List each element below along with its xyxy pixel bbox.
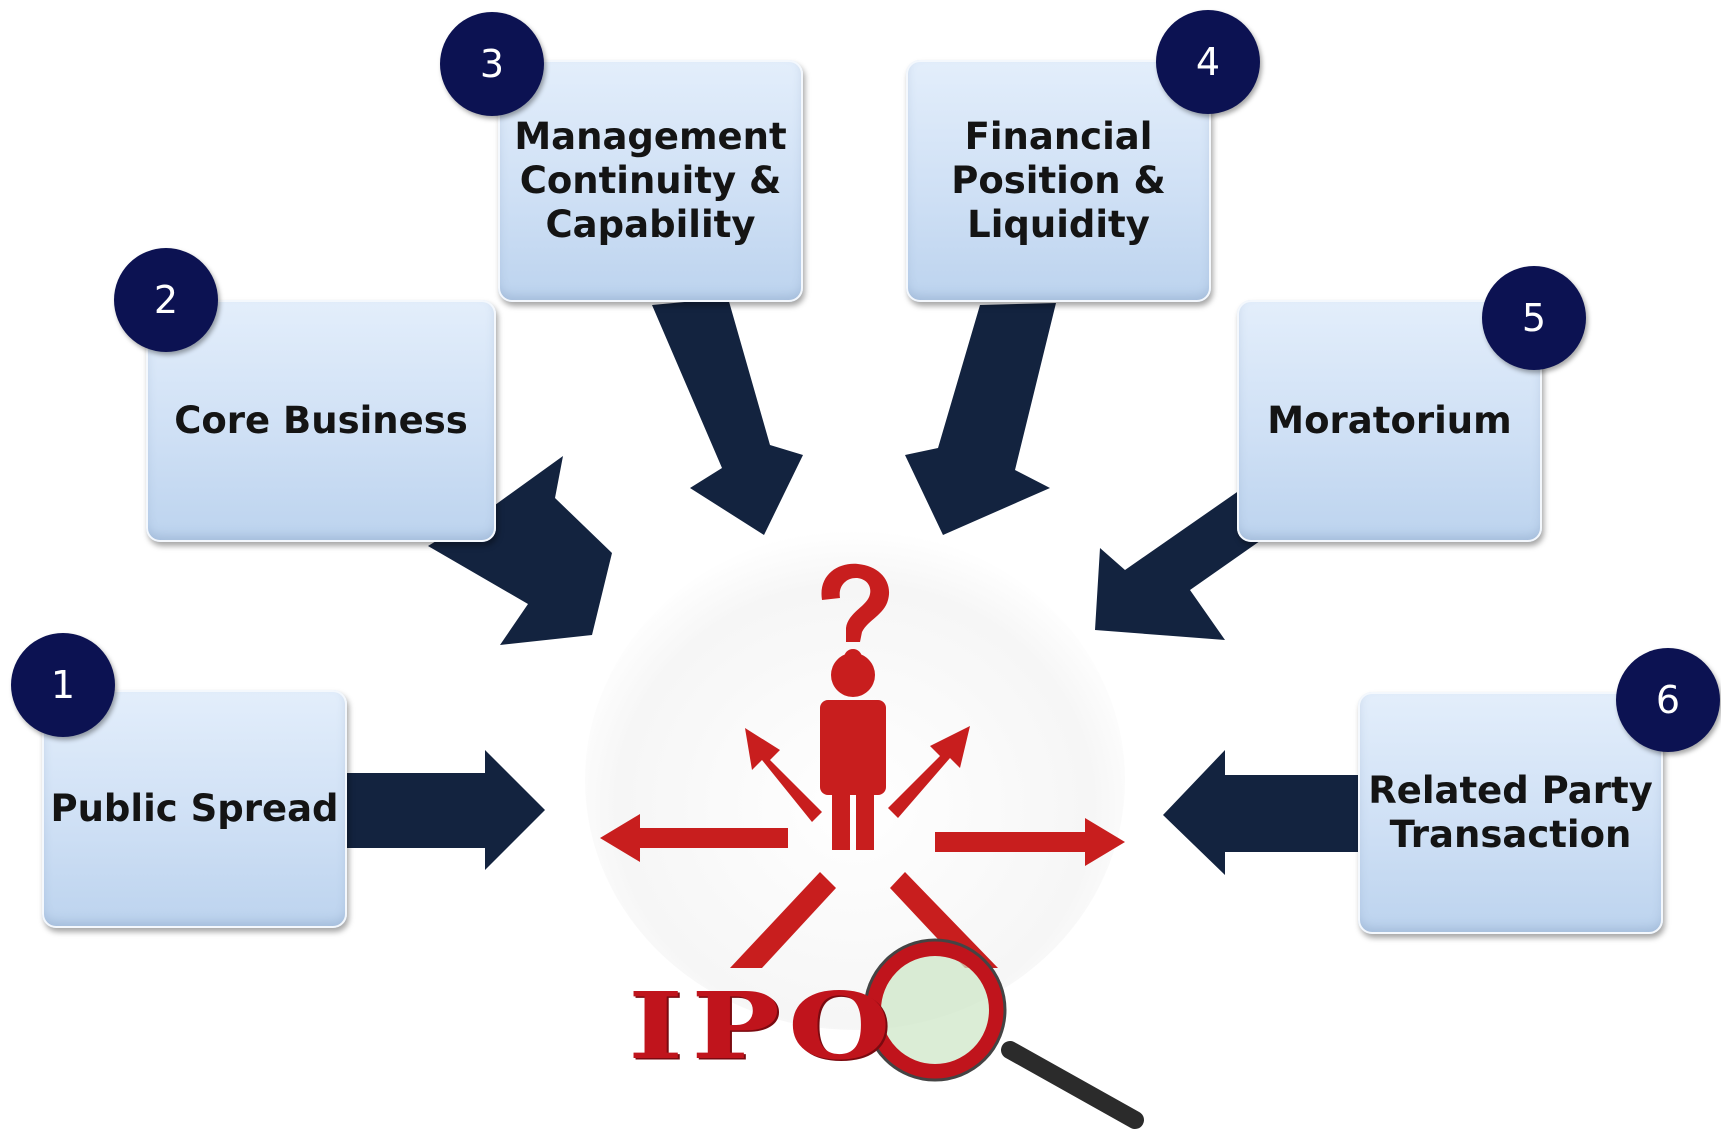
number-badge-6: 6 xyxy=(1616,648,1720,752)
red-arrow-upleft xyxy=(745,728,822,822)
ipo-logo-text: IPO xyxy=(628,971,899,1080)
red-arrow-right xyxy=(935,818,1125,866)
factor-box-management: Management Continuity & Capability xyxy=(498,60,803,302)
number-badge-4: 4 xyxy=(1156,10,1260,114)
red-ray-lowleft xyxy=(730,872,836,968)
figure-head xyxy=(831,653,875,697)
red-arrow-left xyxy=(600,814,788,862)
radiating-arrows xyxy=(600,726,1125,968)
factor-label: Core Business xyxy=(174,399,468,442)
figure-body xyxy=(820,700,886,795)
number-badge-2: 2 xyxy=(114,248,218,352)
factor-label: Management Continuity & Capability xyxy=(514,115,787,246)
number-badge-3: 3 xyxy=(440,12,544,116)
red-arrow-upright xyxy=(888,726,970,818)
figure-leg-right xyxy=(856,780,874,850)
factor-box-related-party: Related Party Transaction xyxy=(1358,692,1663,934)
arrow-related-party xyxy=(1163,750,1360,875)
arrow-financial xyxy=(905,303,1056,535)
factor-box-financial: Financial Position & Liquidity xyxy=(906,60,1211,302)
number-badge-1: 1 xyxy=(11,633,115,737)
magnifying-glass-icon xyxy=(863,938,1144,1129)
person-figure xyxy=(820,653,886,850)
number-badge-5: 5 xyxy=(1482,266,1586,370)
arrow-public-spread xyxy=(345,750,545,870)
arrow-management xyxy=(652,298,803,535)
factor-label: Financial Position & Liquidity xyxy=(951,115,1166,246)
factor-label: Public Spread xyxy=(50,787,339,830)
factor-box-core-business: Core Business xyxy=(146,300,496,542)
factor-label: Moratorium xyxy=(1267,399,1512,442)
arrow-core-business xyxy=(428,456,612,645)
red-ray-lowright xyxy=(890,872,998,968)
factor-box-public-spread: Public Spread xyxy=(42,690,347,928)
factor-label: Related Party Transaction xyxy=(1368,769,1653,856)
figure-leg-left xyxy=(832,780,850,850)
question-mark-icon xyxy=(821,563,890,667)
